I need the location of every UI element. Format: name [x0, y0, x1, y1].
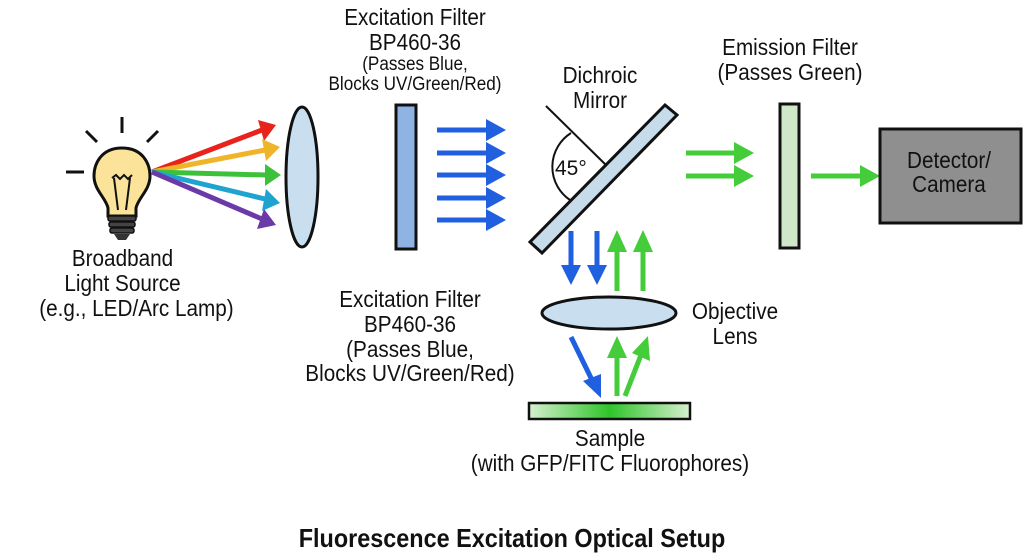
dichroic-mirror-label: Dichroic Mirror	[546, 63, 654, 113]
emission-filter-label: Emission Filter (Passes Green)	[700, 35, 880, 85]
blue-arrow	[561, 231, 581, 285]
detector-label: Detector/ Camera	[885, 148, 1013, 196]
diagram-title: Fluorescence Excitation Optical Setup	[298, 523, 726, 553]
dichroic-mirror-element	[527, 102, 680, 256]
objective-line: Lens	[712, 322, 758, 349]
sample-line: (with GFP/FITC Fluorophores)	[470, 449, 750, 476]
filter-model: BP460-36	[368, 28, 462, 55]
broadband-spectrum-arrows	[151, 120, 281, 229]
blue-arrow	[437, 209, 506, 231]
sample-label: Sample (with GFP/FITC Fluorophores)	[471, 426, 750, 476]
dichroic-line: Mirror	[572, 86, 628, 113]
green-up-arrow-sample	[607, 336, 627, 396]
filter-note: (Passes Blue,	[346, 335, 474, 362]
green-up-arrows	[607, 230, 653, 291]
sample-line: Sample	[574, 425, 646, 451]
violet-ray-arrow	[151, 169, 276, 229]
light-source-line: Broadband	[71, 245, 174, 271]
light-bulb-icon	[66, 117, 160, 240]
red-ray-arrow	[151, 120, 276, 175]
green-arrow	[607, 230, 627, 291]
filter-note: Blocks UV/Green/Red)	[305, 360, 515, 387]
emission-line: (Passes Green)	[717, 58, 863, 85]
green-ray-arrow	[151, 164, 281, 186]
blue-arrow	[437, 187, 506, 209]
green-diagonal-arrow-sample	[622, 336, 650, 397]
objective-lens-element	[540, 295, 678, 331]
green-arrow-to-detector	[811, 165, 880, 187]
excitation-filter-element	[394, 103, 418, 251]
orange-ray-arrow	[151, 139, 280, 175]
filter-name: Excitation Filter	[339, 286, 481, 312]
objective-lens-label: Objective Lens	[681, 299, 789, 349]
angle-label: 45°	[555, 157, 587, 180]
cyan-ray-arrow	[151, 169, 280, 211]
filter-model: BP460-36	[363, 310, 457, 337]
blue-arrow	[437, 119, 506, 141]
collimating-lens	[284, 105, 320, 249]
emission-line: Emission Filter	[722, 34, 858, 60]
green-arrow	[686, 142, 754, 164]
detector-box	[878, 127, 1023, 225]
blue-arrow	[437, 164, 506, 186]
blue-down-arrows	[561, 231, 607, 285]
blue-arrow	[437, 142, 506, 164]
green-arrow	[633, 230, 653, 291]
blue-arrow	[587, 231, 607, 285]
light-source-line: Light Source	[64, 269, 181, 296]
filter-note: (Passes Blue,	[362, 53, 468, 75]
emission-filter-element	[778, 102, 801, 250]
detector-line: Camera	[912, 171, 986, 198]
dichroic-line: Dichroic	[562, 62, 638, 88]
green-emission-arrows	[686, 142, 754, 187]
light-source-label: Broadband Light Source (e.g., LED/Arc La…	[39, 245, 234, 321]
filter-name: Excitation Filter	[344, 4, 486, 30]
detector-line: Detector/	[906, 147, 991, 173]
objective-line: Objective	[691, 298, 779, 324]
green-arrow	[686, 165, 754, 187]
excitation-blue-arrows	[437, 119, 506, 231]
filter-note: Blocks UV/Green/Red)	[328, 74, 502, 96]
excitation-filter-bottom-label: Excitation Filter BP460-36 (Passes Blue,…	[298, 287, 523, 386]
blue-diagonal-arrow	[568, 335, 601, 398]
excitation-filter-top-label: Excitation Filter BP460-36 (Passes Blue,…	[312, 5, 519, 96]
light-source-line: (e.g., LED/Arc Lamp)	[39, 294, 234, 321]
sample-slide	[527, 401, 692, 421]
